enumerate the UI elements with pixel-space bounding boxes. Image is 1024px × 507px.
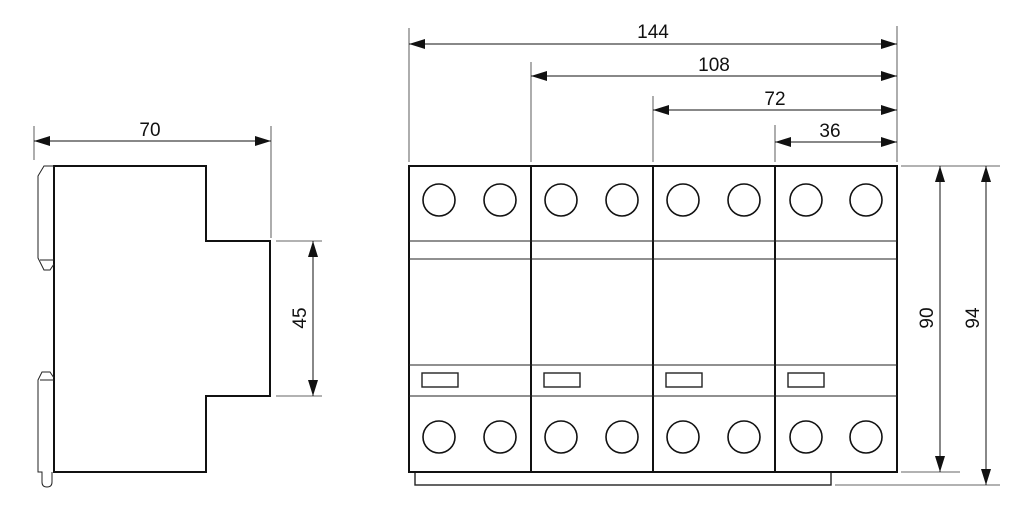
arrowhead — [981, 469, 991, 485]
terminal-screw — [727, 420, 761, 454]
module-pole-3 — [652, 165, 776, 473]
arrowhead — [531, 71, 547, 81]
terminal-screw — [789, 183, 823, 217]
dimension-label-90: 90 — [917, 307, 938, 328]
arrowhead — [881, 71, 897, 81]
terminal-screw — [727, 183, 761, 217]
terminal-screw — [483, 420, 517, 454]
terminal-screw — [605, 183, 639, 217]
arrowhead — [409, 39, 425, 49]
arrowhead — [981, 166, 991, 182]
status-window — [665, 372, 703, 388]
status-window — [421, 372, 459, 388]
din-rail-clip-upper — [37, 165, 55, 271]
side-view: 70 45 — [33, 120, 322, 488]
front-view: 144 108 72 36 90 94 — [408, 22, 1000, 486]
din-rail — [414, 471, 832, 486]
arrowhead — [255, 136, 271, 146]
status-window — [543, 372, 581, 388]
module-pole-2 — [530, 165, 654, 473]
terminal-screw — [849, 183, 883, 217]
arrowhead — [308, 241, 318, 257]
terminal-screw — [605, 420, 639, 454]
side-profile-outline — [53, 165, 271, 473]
dimension-label-70: 70 — [139, 120, 160, 141]
terminal-screw — [422, 183, 456, 217]
arrowhead — [308, 380, 318, 396]
status-window — [787, 372, 825, 388]
arrowhead — [935, 456, 945, 472]
din-rail-clip-lower — [37, 371, 55, 488]
module-pole-4 — [774, 165, 898, 473]
dimension-label-94: 94 — [963, 307, 984, 329]
terminal-screw — [789, 420, 823, 454]
dimension-label-144: 144 — [637, 22, 669, 43]
dimension-label-36: 36 — [819, 121, 840, 142]
arrowhead — [653, 105, 669, 115]
arrowhead — [881, 39, 897, 49]
module-pole-1 — [408, 165, 532, 473]
arrowhead — [775, 137, 791, 147]
dimension-label-72: 72 — [764, 89, 785, 110]
terminal-screw — [544, 183, 578, 217]
terminal-screw — [483, 183, 517, 217]
dimension-label-108: 108 — [698, 55, 730, 76]
arrowhead — [34, 136, 50, 146]
terminal-screw — [544, 420, 578, 454]
terminal-screw — [849, 420, 883, 454]
terminal-screw — [666, 420, 700, 454]
terminal-screw — [422, 420, 456, 454]
terminal-screw — [666, 183, 700, 217]
arrowhead — [935, 166, 945, 182]
arrowhead — [881, 137, 897, 147]
arrowhead — [881, 105, 897, 115]
dimension-label-45: 45 — [290, 307, 311, 328]
